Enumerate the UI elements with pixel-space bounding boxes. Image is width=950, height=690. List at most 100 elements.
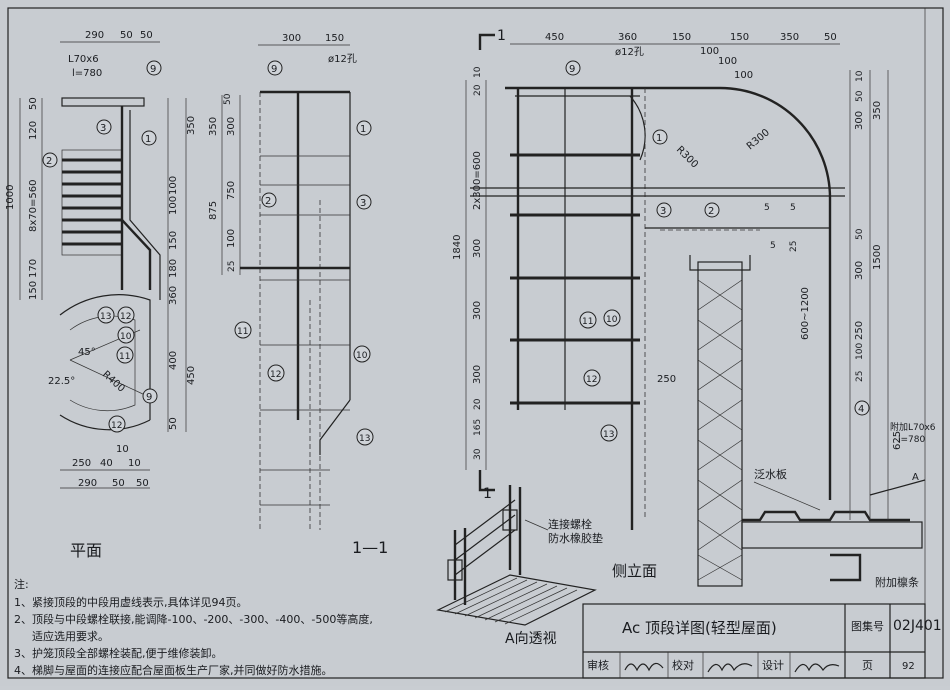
callout-12: 12 [120,312,131,322]
dim: 290 [85,30,104,41]
dim: 20 [473,84,483,96]
review-label: 审核 [587,658,609,672]
callout-13: 13 [359,434,370,444]
plan-view: 290 50 50 L70x6 l=780 1000 8x70=560 120 … [5,30,197,560]
callout-3: 3 [360,198,366,209]
dim: 50 [223,93,233,105]
side-title: 侧立面 [612,562,657,580]
callout-11: 11 [237,327,248,337]
extra-angle-label: 附加L70x6 [890,421,936,433]
designer-signature [794,663,840,673]
dim: 120 [28,121,39,140]
dim: 50 [120,30,133,41]
dim: 10 [116,444,129,455]
dim: 170 [28,259,39,278]
dim: 100 [168,176,179,195]
dim: 10 [128,458,141,469]
dim: 400 [168,351,179,370]
dim: 300 [472,365,483,384]
dim: 450 [545,32,564,43]
page-number: 92 [902,661,915,672]
dim: 350 [186,116,197,135]
hole-label: ø12孔 [328,53,357,65]
dim: 5 [764,203,770,213]
section-callouts: 9 1 2 3 11 10 12 13 [234,60,374,446]
dim: 350 [780,32,799,43]
dim: 100 [226,229,237,248]
design-label: 设计 [762,659,784,672]
atlas-label: 图集号 [851,619,884,633]
dim: 250 [72,458,91,469]
dim: 875 [208,201,219,220]
hole-label: ø12孔 [615,46,644,58]
dim: 150 [325,33,344,44]
dim: 150 [28,281,39,300]
callout-4: 4 [858,404,864,415]
angle-label: L70x6 [68,54,99,65]
dim: 150 [168,231,179,250]
notes: 注: 1、紧接顶段的中段用虚线表示,具体详见94页。 2、顶段与中段螺栓联接,能… [14,577,373,677]
callout-12b: 12 [111,421,122,431]
dim: 5 [770,241,776,251]
dim: 20 [473,398,483,410]
side-rungs [510,153,640,405]
plan-title: 平面 [70,541,102,560]
flashing-label: 泛水板 [754,467,787,481]
note-3: 3、护笼顶段全部螺栓装配,便于维修装卸。 [14,646,223,660]
dim: 250 [657,374,676,385]
dim: 450 [186,366,197,385]
note-1: 1、紧接顶段的中段用虚线表示,具体详见94页。 [14,595,248,609]
dim: 625 [892,431,903,450]
dim: 300 [472,301,483,320]
dim: 50 [112,478,125,489]
dim: 50 [28,97,39,110]
callout-4: 9 [150,64,156,75]
dim: 10 [473,66,483,78]
callout-1: 1 [145,134,151,145]
dim: 180 [168,259,179,278]
dim: 300 [282,33,301,44]
dim: 300 [226,117,237,136]
callout-12: 12 [586,375,597,385]
view-a-label: A [912,472,919,483]
callout-11: 11 [119,352,130,362]
section-rungs [260,155,350,506]
callout-10: 10 [120,332,132,342]
section-mark: 1 [497,28,506,44]
dim: 360 [618,32,637,43]
note-2-cont: 适应选用要求。 [32,629,109,643]
dim: 10 [855,70,865,82]
dim: 290 [78,478,97,489]
dim: 50 [136,478,149,489]
dim: 150 [672,32,691,43]
page-label: 页 [862,659,873,672]
dim: 1000 [5,185,16,210]
dim: 300 [854,111,865,130]
plan-callouts: 9 3 1 2 13 12 10 11 9 12 [42,60,162,433]
dim: 5 [790,203,796,213]
dim: 50 [168,417,179,430]
section-title: 1—1 [352,538,388,557]
angle-45: 45° [78,347,96,358]
drawing-title: Ac 顶段详图(轻型屋面) [622,619,777,637]
parapet-wall [697,261,743,587]
callout-3: 3 [100,123,106,134]
callout-9: 9 [569,64,575,75]
dim: 100 [718,56,737,67]
dim: 25 [789,241,799,252]
dim: 300 [472,239,483,258]
angle-225: 22.5° [48,376,75,387]
callout-9: 9 [271,64,277,75]
perspective-title: A向透视 [505,631,557,647]
callout-13: 13 [100,312,111,322]
dim: 165 [473,419,483,436]
dim: 150 [730,32,749,43]
dim: 8x70=560 [28,180,39,232]
dim: 50 [855,228,865,240]
check-label: 校对 [672,658,694,672]
dim: 50 [140,30,153,41]
angle-length-label: l=780 [72,68,102,79]
dim: 50 [855,90,865,102]
dim: 350 [208,117,219,136]
